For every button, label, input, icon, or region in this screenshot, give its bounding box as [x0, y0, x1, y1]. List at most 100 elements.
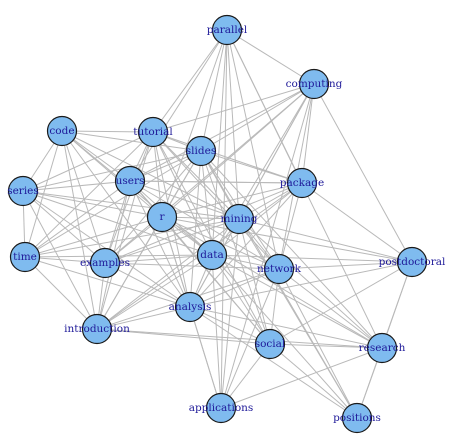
- node-label: examples: [80, 257, 130, 269]
- edge-code-mining: [61, 130, 240, 220]
- edge-slides-social: [200, 150, 271, 345]
- edge-tutorial-package: [152, 131, 303, 184]
- edge-network-analysis: [189, 268, 280, 308]
- edge-examples-network: [104, 262, 280, 270]
- edge-parallel-network: [226, 29, 280, 270]
- edge-introduction-analysis: [96, 306, 191, 330]
- node-circle: [396, 246, 428, 278]
- node-circle: [286, 167, 318, 199]
- edge-tutorial-mining: [152, 131, 240, 220]
- edge-computing-tutorial: [152, 83, 315, 133]
- edge-introduction-research: [96, 328, 383, 349]
- node-label: analysis: [169, 301, 212, 313]
- node-network: network: [257, 253, 302, 285]
- node-research: research: [359, 332, 406, 364]
- edge-data-applications: [211, 254, 222, 409]
- edge-postdoctoral-analysis: [189, 261, 413, 308]
- edge-parallel-data: [211, 29, 228, 256]
- node-introduction: introduction: [64, 313, 130, 345]
- edge-mining-time: [24, 218, 240, 258]
- edge-analysis-applications: [189, 306, 222, 409]
- edge-analysis-research: [189, 306, 383, 349]
- node-circle: [185, 135, 217, 167]
- edge-network-postdoctoral: [278, 261, 413, 270]
- edge-parallel-tutorial: [152, 29, 228, 133]
- edge-data-research: [211, 254, 383, 349]
- edge-tutorial-introduction: [96, 131, 154, 330]
- edge-package-examples: [104, 182, 303, 264]
- node-label: slides: [186, 145, 216, 157]
- edge-code-examples: [61, 130, 106, 264]
- edge-tutorial-social: [152, 131, 271, 345]
- node-circle: [46, 115, 78, 147]
- edge-data-postdoctoral: [211, 254, 413, 263]
- edge-package-analysis: [189, 182, 303, 308]
- node-label: series: [7, 185, 39, 197]
- node-label: mining: [221, 213, 258, 225]
- node-series: series: [7, 175, 39, 207]
- node-label: computing: [286, 78, 343, 90]
- node-examples: examples: [80, 247, 130, 279]
- node-circle: [223, 203, 255, 235]
- edge-package-r: [161, 182, 303, 218]
- edge-code-tutorial: [61, 130, 154, 133]
- node-label: code: [49, 125, 74, 137]
- edge-mining-postdoctoral: [238, 218, 413, 263]
- edge-time-data: [24, 254, 213, 258]
- edge-slides-research: [200, 150, 383, 349]
- edge-r-time: [24, 216, 163, 258]
- node-circle: [298, 68, 330, 100]
- node-circle: [9, 241, 41, 273]
- node-circle: [81, 313, 113, 345]
- node-circle: [7, 175, 39, 207]
- node-analysis: analysis: [169, 291, 212, 323]
- edge-r-research: [161, 216, 383, 349]
- node-label: research: [359, 342, 406, 354]
- edge-parallel-slides: [200, 29, 228, 152]
- node-label: users: [116, 175, 145, 187]
- edge-examples-data: [104, 254, 213, 264]
- edge-tutorial-series: [22, 131, 154, 192]
- node-time: time: [9, 241, 41, 273]
- edge-parallel-mining: [226, 29, 240, 220]
- edge-network-applications: [220, 268, 280, 409]
- node-code: code: [46, 115, 78, 147]
- edge-social-research: [269, 343, 383, 349]
- edge-mining-positions: [238, 218, 358, 419]
- edge-applications-research: [220, 347, 383, 409]
- node-circle: [263, 253, 295, 285]
- node-social: social: [254, 328, 286, 360]
- edge-computing-slides: [200, 83, 315, 152]
- edge-social-positions: [269, 343, 358, 419]
- edge-mining-research: [238, 218, 383, 349]
- node-circle: [196, 239, 228, 271]
- edge-layer: [22, 29, 413, 419]
- node-r: r: [146, 201, 178, 233]
- node-label: package: [280, 177, 324, 189]
- node-label: positions: [333, 412, 381, 424]
- edge-data-social: [211, 254, 271, 345]
- node-slides: slides: [185, 135, 217, 167]
- node-circle: [114, 165, 146, 197]
- node-label: time: [13, 251, 37, 263]
- edge-r-introduction: [96, 216, 163, 330]
- edge-computing-users: [129, 83, 315, 182]
- edge-r-postdoctoral: [161, 216, 413, 263]
- edge-users-mining: [129, 180, 240, 220]
- node-positions: positions: [333, 402, 381, 434]
- edge-slides-time: [24, 150, 202, 258]
- node-circle: [254, 328, 286, 360]
- edge-tutorial-time: [24, 131, 154, 258]
- node-circle: [341, 402, 373, 434]
- edge-package-postdoctoral: [301, 182, 413, 263]
- node-circle: [174, 291, 206, 323]
- node-applications: applications: [189, 392, 253, 424]
- node-label: tutorial: [133, 126, 173, 138]
- node-label: r: [159, 211, 165, 223]
- edge-slides-package: [200, 150, 303, 184]
- edge-slides-series: [22, 150, 202, 192]
- node-label: network: [257, 263, 302, 275]
- edge-series-mining: [22, 190, 240, 220]
